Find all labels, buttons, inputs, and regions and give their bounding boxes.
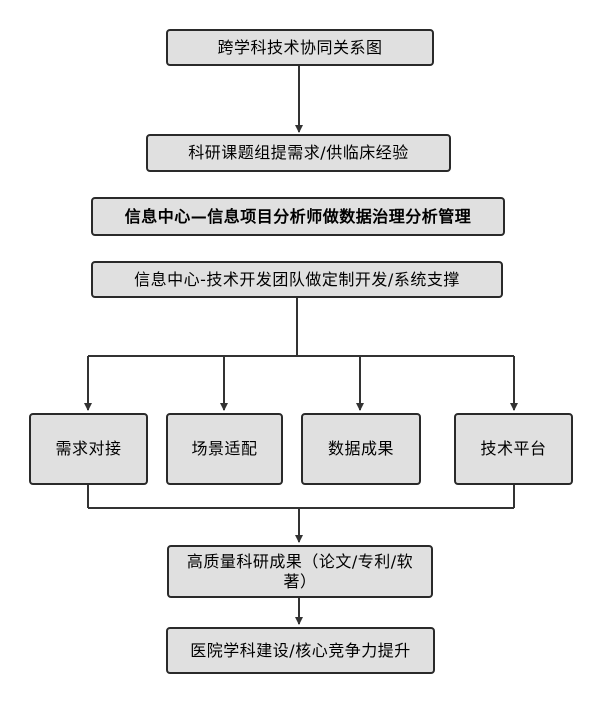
info-analysis-label: 信息中心—信息项目分析师做数据治理分析管理 xyxy=(124,206,472,226)
branch-box-4: 技术平台 xyxy=(454,413,573,485)
branch-label-1: 需求对接 xyxy=(55,439,122,458)
info-dev-label: 信息中心-技术开发团队做定制开发/系统支撑 xyxy=(134,269,460,289)
research-group-box: 科研课题组提需求/供临床经验 xyxy=(146,134,451,172)
branch-box-3: 数据成果 xyxy=(301,413,421,485)
branch-label-2: 场景适配 xyxy=(191,439,258,458)
final-label: 医院学科建设/核心竞争力提升 xyxy=(190,640,411,660)
outcome-box: 高质量科研成果（论文/专利/软著） xyxy=(167,545,433,598)
title-label: 跨学科技术协同关系图 xyxy=(217,37,383,57)
branch-label-3: 数据成果 xyxy=(327,439,394,458)
branch-box-2: 场景适配 xyxy=(166,413,283,485)
info-analysis-box: 信息中心—信息项目分析师做数据治理分析管理 xyxy=(91,197,505,236)
outcome-label: 高质量科研成果（论文/专利/软著） xyxy=(186,551,414,591)
title-box: 跨学科技术协同关系图 xyxy=(166,29,434,66)
branch-label-4: 技术平台 xyxy=(480,439,547,458)
info-dev-box: 信息中心-技术开发团队做定制开发/系统支撑 xyxy=(91,261,503,298)
branch-box-1: 需求对接 xyxy=(29,413,148,485)
research-group-label: 科研课题组提需求/供临床经验 xyxy=(188,143,409,162)
final-box: 医院学科建设/核心竞争力提升 xyxy=(166,627,435,674)
